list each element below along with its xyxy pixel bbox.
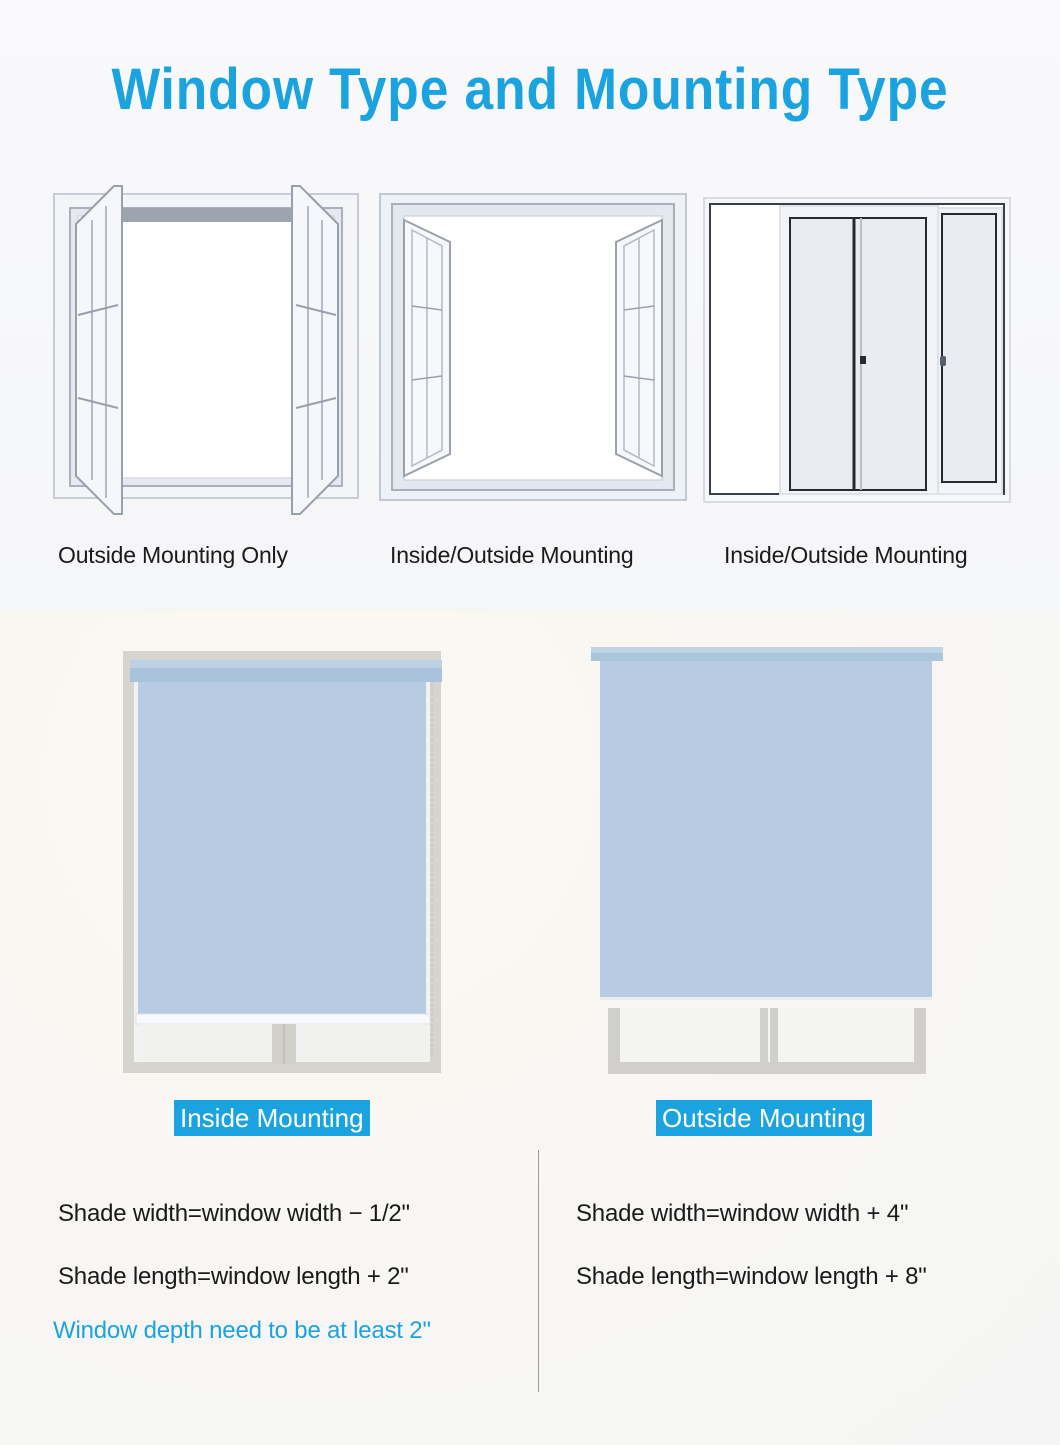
- column-divider: [538, 1150, 539, 1392]
- outside-mounting-badge: Outside Mounting: [656, 1100, 872, 1136]
- inside-depth-note: Window depth need to be at least 2": [53, 1317, 431, 1344]
- inside-width-rule: Shade width=window width − 1/2": [58, 1200, 410, 1227]
- casement-window-outward-icon: [53, 185, 359, 515]
- page-title: Window Type and Mounting Type: [111, 55, 949, 122]
- outside-length-rule: Shade length=window length + 8": [576, 1263, 927, 1290]
- casement-window-inward-icon: [379, 193, 687, 501]
- sliding-window-icon: [703, 197, 1011, 503]
- window-type-caption-3: Inside/Outside Mounting: [724, 542, 968, 568]
- inside-length-rule: Shade length=window length + 2": [58, 1263, 409, 1290]
- window-type-caption-2: Inside/Outside Mounting: [390, 542, 634, 568]
- inside-mounting-badge: Inside Mounting: [174, 1100, 370, 1136]
- outside-width-rule: Shade width=window width + 4": [576, 1200, 909, 1227]
- inside-mounting-diagram: [123, 651, 442, 1073]
- outside-mounting-diagram: [591, 647, 943, 1074]
- window-type-caption-1: Outside Mounting Only: [58, 542, 288, 568]
